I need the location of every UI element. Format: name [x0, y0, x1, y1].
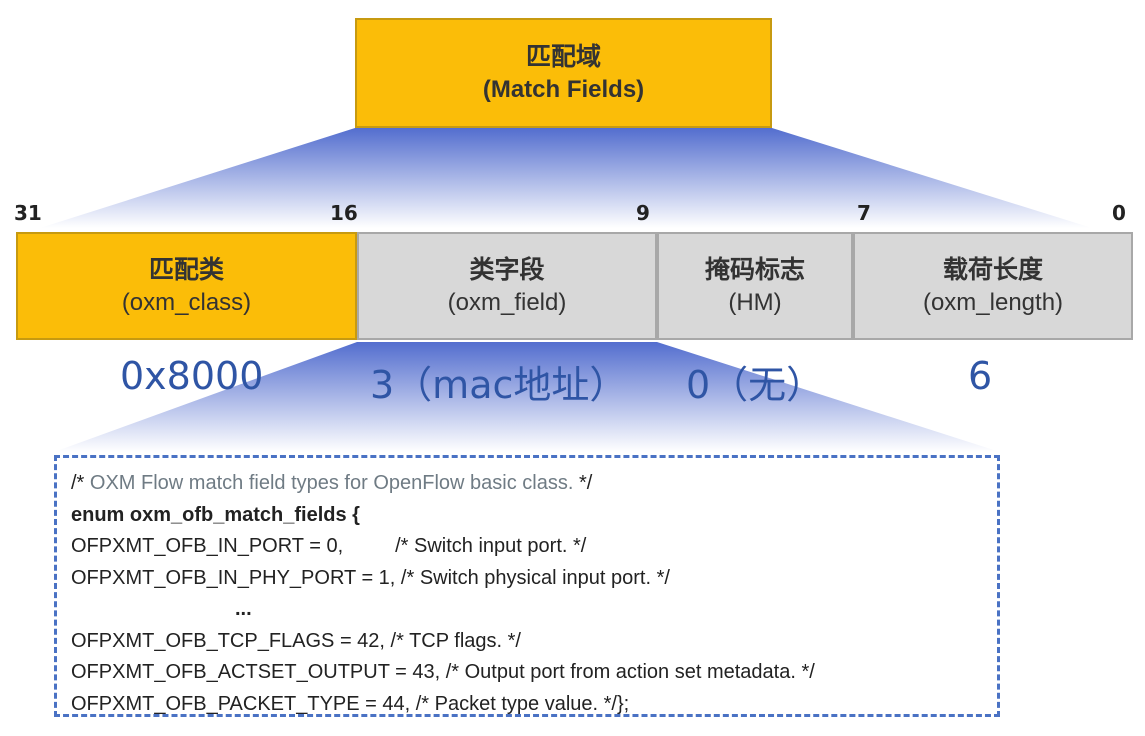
field-oxm-field-zh: 类字段 [469, 254, 545, 284]
field-oxm-length: 载荷长度 (oxm_length) [853, 232, 1133, 340]
value-oxm-field: 3（mac地址） [370, 363, 628, 407]
match-fields-title-en: (Match Fields) [482, 75, 645, 103]
code-in-port-comment: /* Switch input port. */ [395, 535, 587, 557]
code-comment-open: /* [71, 472, 90, 494]
field-oxm-class-en: (oxm_class) [121, 288, 252, 316]
code-comment-close: */ [573, 472, 593, 494]
value-oxm-length: 6 [968, 354, 993, 398]
bit-label-0: 0 [1112, 201, 1126, 225]
code-ellipsis: ... [235, 598, 252, 620]
code-line-packet-type: OFPXMT_OFB_PACKET_TYPE = 44, /* Packet t… [71, 692, 630, 715]
field-hm: 掩码标志 (HM) [657, 232, 853, 340]
code-enum-line: enum oxm_ofb_match_fields { [71, 503, 360, 526]
value-hm: 0（无） [686, 363, 825, 407]
code-line-in-phy-port: OFPXMT_OFB_IN_PHY_PORT = 1, /* Switch ph… [71, 566, 670, 589]
field-oxm-length-zh: 载荷长度 [942, 254, 1043, 284]
field-oxm-length-en: (oxm_length) [922, 288, 1064, 316]
bit-label-9: 9 [636, 201, 650, 225]
bit-label-31: 31 [14, 201, 42, 225]
field-hm-en: (HM) [728, 288, 782, 316]
code-comment-text: OXM Flow match field types for OpenFlow … [89, 472, 574, 494]
value-oxm-class: 0x8000 [120, 354, 264, 398]
field-oxm-class: 匹配类 (oxm_class) [16, 232, 357, 340]
field-hm-zh: 掩码标志 [704, 254, 805, 284]
code-comment-line: /* OXM Flow match field types for OpenFl… [71, 468, 997, 500]
match-fields-title-zh: 匹配域 [525, 41, 601, 71]
match-fields-box: 匹配域 (Match Fields) [355, 18, 772, 128]
field-oxm-class-zh: 匹配类 [148, 254, 224, 284]
code-line-in-port: OFPXMT_OFB_IN_PORT = 0, /* Switch input p… [71, 531, 997, 563]
field-oxm-field-en: (oxm_field) [447, 288, 567, 316]
funnel-top [40, 128, 1092, 228]
bit-label-16: 16 [330, 201, 358, 225]
funnel-bottom [54, 342, 1000, 452]
code-snippet-box: /* OXM Flow match field types for OpenFl… [54, 455, 1000, 717]
code-line-actset-output: OFPXMT_OFB_ACTSET_OUTPUT = 43, /* Output… [71, 661, 815, 683]
field-oxm-field: 类字段 (oxm_field) [357, 232, 657, 340]
code-in-port-decl: OFPXMT_OFB_IN_PORT = 0, [71, 535, 344, 557]
code-line-tcp-flags: OFPXMT_OFB_TCP_FLAGS = 42, /* TCP flags.… [71, 629, 521, 652]
bit-label-7: 7 [857, 201, 871, 225]
